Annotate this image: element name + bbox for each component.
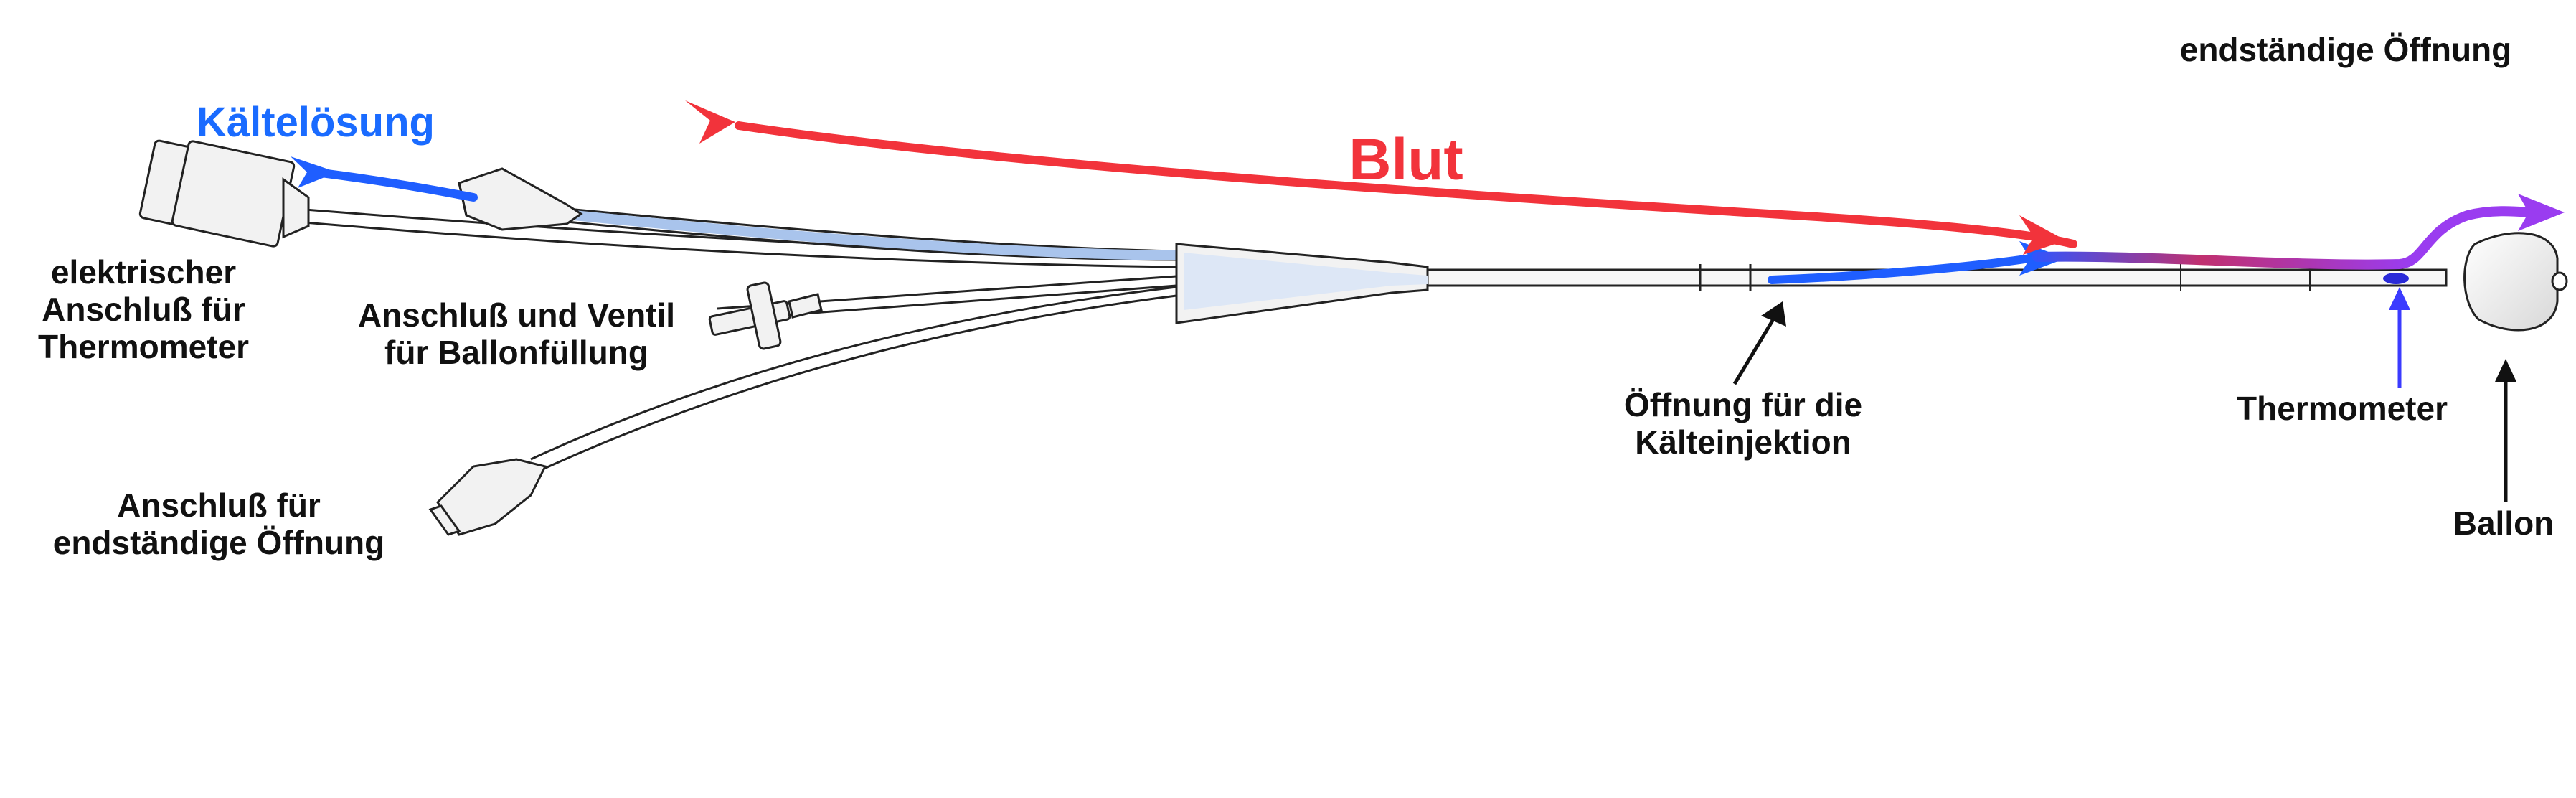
mixed-flow-line xyxy=(2032,206,2537,270)
end-opening-connector xyxy=(428,458,547,536)
label-endstaendige-oeffnung-top: endständige Öffnung xyxy=(2180,31,2512,68)
label-ballon: Ballon xyxy=(2453,504,2554,542)
catheter-shaft xyxy=(1426,264,2448,291)
kaelte-flow-line xyxy=(311,168,478,202)
label-ventil-line1: Anschluß und Ventil xyxy=(358,296,675,334)
blut-flow-arrow-start xyxy=(685,100,735,144)
blut-flow-line xyxy=(735,121,2077,248)
kaelte-injection-flow xyxy=(1768,254,2034,284)
label-kalte-line1: Öffnung für die xyxy=(1624,386,1862,423)
label-kaeltelosung: Kältelösung xyxy=(197,99,435,146)
label-kalte-line2: Kälteinjektion xyxy=(1635,423,1851,461)
catheter-hub xyxy=(1175,243,1429,324)
label-thermometer: Thermometer xyxy=(2237,390,2448,427)
label-blut: Blut xyxy=(1349,127,1463,192)
kaelte-lumen-light xyxy=(566,210,1765,286)
balloon-shape xyxy=(2463,232,2568,332)
kalte-pointer-arrow xyxy=(1732,301,1786,385)
balloon-valve xyxy=(708,281,823,350)
label-elektrischer-line3: Thermometer xyxy=(38,328,249,365)
ballon-pointer-arrow xyxy=(2495,359,2516,502)
label-ventil-line2: für Ballonfüllung xyxy=(384,334,648,371)
thermometer-connector xyxy=(138,139,310,248)
label-elektrischer-line1: elektrischer xyxy=(51,253,236,291)
label-elektrischer-line2: Anschluß für xyxy=(42,291,245,328)
label-anschluss-end-line1: Anschluß für xyxy=(117,487,321,524)
thermometer-marker xyxy=(2383,273,2409,284)
blut-flow-arrow-mid xyxy=(2019,215,2066,255)
kaelte-connector xyxy=(458,167,583,231)
label-anschluss-end-line2: endständige Öffnung xyxy=(53,524,385,561)
kaelte-flow-arrow-start xyxy=(291,156,337,188)
thermometer-pointer-arrow xyxy=(2389,287,2410,388)
mixed-flow-arrow xyxy=(2518,194,2565,231)
